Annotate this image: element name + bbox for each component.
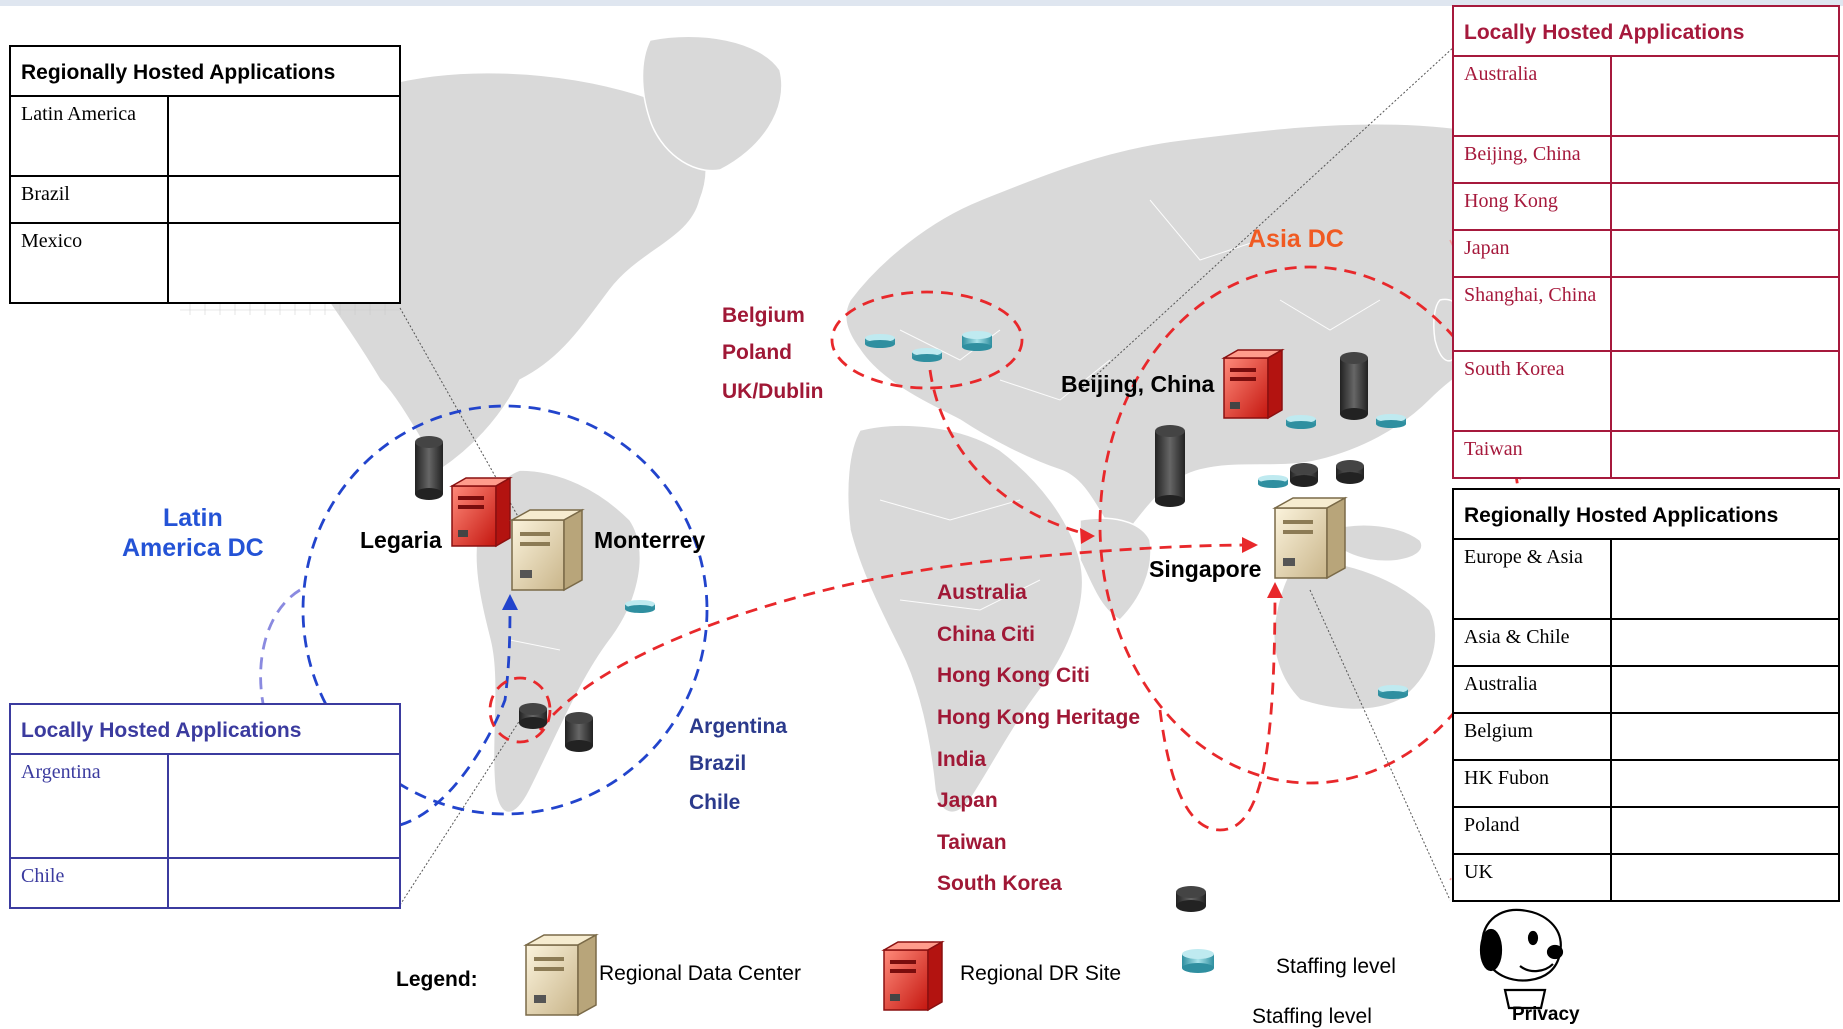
legend-dc-icon xyxy=(525,934,597,1016)
country-label: Hong Kong Citi xyxy=(937,664,1090,687)
legend-label-dc: Regional Data Center xyxy=(599,962,801,985)
europe-asia-link xyxy=(928,369,1091,537)
site-label-legaria: Legaria xyxy=(360,527,442,553)
site-label-monterrey: Monterrey xyxy=(594,527,706,553)
country-label: Brazil xyxy=(689,752,747,775)
legend-title: Legend: xyxy=(396,968,478,991)
legend-label-dr: Regional DR Site xyxy=(960,962,1122,985)
asia-dc-label: Asia DC xyxy=(1248,225,1344,253)
country-label: China Citi xyxy=(937,623,1035,646)
legaria-dr-server-icon xyxy=(451,477,511,547)
table-cell: Hong Kong xyxy=(1452,182,1612,231)
table-cell: Japan xyxy=(1452,229,1612,278)
staffing-teal-markers xyxy=(625,331,1408,973)
table-cell: Australia xyxy=(1452,55,1612,137)
table-cell: Europe & Asia xyxy=(1452,538,1612,620)
legend-dr-icon xyxy=(883,941,943,1011)
table-title: Regionally Hosted Applications xyxy=(9,45,401,97)
legend-label-staffing-teal: Staffing level xyxy=(1276,955,1396,978)
staffing-black-markers xyxy=(415,352,1368,912)
latam-dc-label: Latin America DC xyxy=(122,504,264,562)
beijing-dr-server-icon xyxy=(1223,349,1283,419)
table-cell: Australia xyxy=(1452,665,1612,714)
table-cell: Poland xyxy=(1452,806,1612,855)
table-title: Regionally Hosted Applications xyxy=(1452,488,1840,540)
regional-apps-americas-table: Regionally Hosted Applications Latin Ame… xyxy=(9,45,401,304)
title-bar xyxy=(0,0,1843,6)
privacy-label: Privacy xyxy=(1512,1004,1580,1025)
table-title: Locally Hosted Applications xyxy=(1452,5,1840,57)
table-cell: Mexico xyxy=(9,222,169,304)
table-cell: Shanghai, China xyxy=(1452,276,1612,352)
local-apps-asia-table: Locally Hosted Applications Australia Be… xyxy=(1452,5,1840,479)
table-cell: South Korea xyxy=(1452,350,1612,432)
country-label: Taiwan xyxy=(937,831,1007,854)
privacy-mascot-icon xyxy=(1479,908,1564,1010)
table-cell: Argentina xyxy=(9,753,169,859)
site-label-beijing: Beijing, China xyxy=(1061,371,1215,397)
table-cell: Beijing, China xyxy=(1452,135,1612,184)
europe-ring xyxy=(830,290,1024,390)
country-label: India xyxy=(937,748,987,771)
country-label: Poland xyxy=(722,341,793,364)
table-cell: UK xyxy=(1452,853,1612,902)
south-asia-link xyxy=(1158,589,1277,832)
country-borders xyxy=(509,199,1381,651)
table-connectors xyxy=(399,45,1456,906)
singapore-dc-server-icon xyxy=(1274,497,1346,579)
country-label: South Korea xyxy=(937,872,1062,895)
country-label: Belgium xyxy=(722,304,805,327)
table-cell: HK Fubon xyxy=(1452,759,1612,808)
latam-local-link xyxy=(399,599,512,827)
site-label-singapore: Singapore xyxy=(1149,556,1262,582)
table-cell: Brazil xyxy=(9,175,169,224)
table-cell: Latin America xyxy=(9,95,169,177)
table-cell: Taiwan xyxy=(1452,430,1612,479)
country-label: Japan xyxy=(937,789,998,812)
country-label: Australia xyxy=(937,581,1027,604)
legend-label-staffing-black: Staffing level xyxy=(1252,1005,1372,1028)
country-label: Chile xyxy=(689,791,741,814)
regional-apps-asia-table: Regionally Hosted Applications Europe & … xyxy=(1452,488,1840,902)
chile-ring xyxy=(488,676,552,744)
latam-ring xyxy=(301,404,709,816)
country-label: Argentina xyxy=(689,715,788,738)
arrowheads xyxy=(502,528,1283,610)
monterrey-dc-server-icon xyxy=(511,509,583,591)
table-cell: Chile xyxy=(9,857,169,909)
local-apps-latam-table: Locally Hosted Applications Argentina Ch… xyxy=(9,703,401,909)
country-label: Hong Kong Heritage xyxy=(937,706,1140,729)
table-title: Locally Hosted Applications xyxy=(9,703,401,755)
country-label: UK/Dublin xyxy=(722,380,824,403)
table-cell: Asia & Chile xyxy=(1452,618,1612,667)
table-cell: Belgium xyxy=(1452,712,1612,761)
